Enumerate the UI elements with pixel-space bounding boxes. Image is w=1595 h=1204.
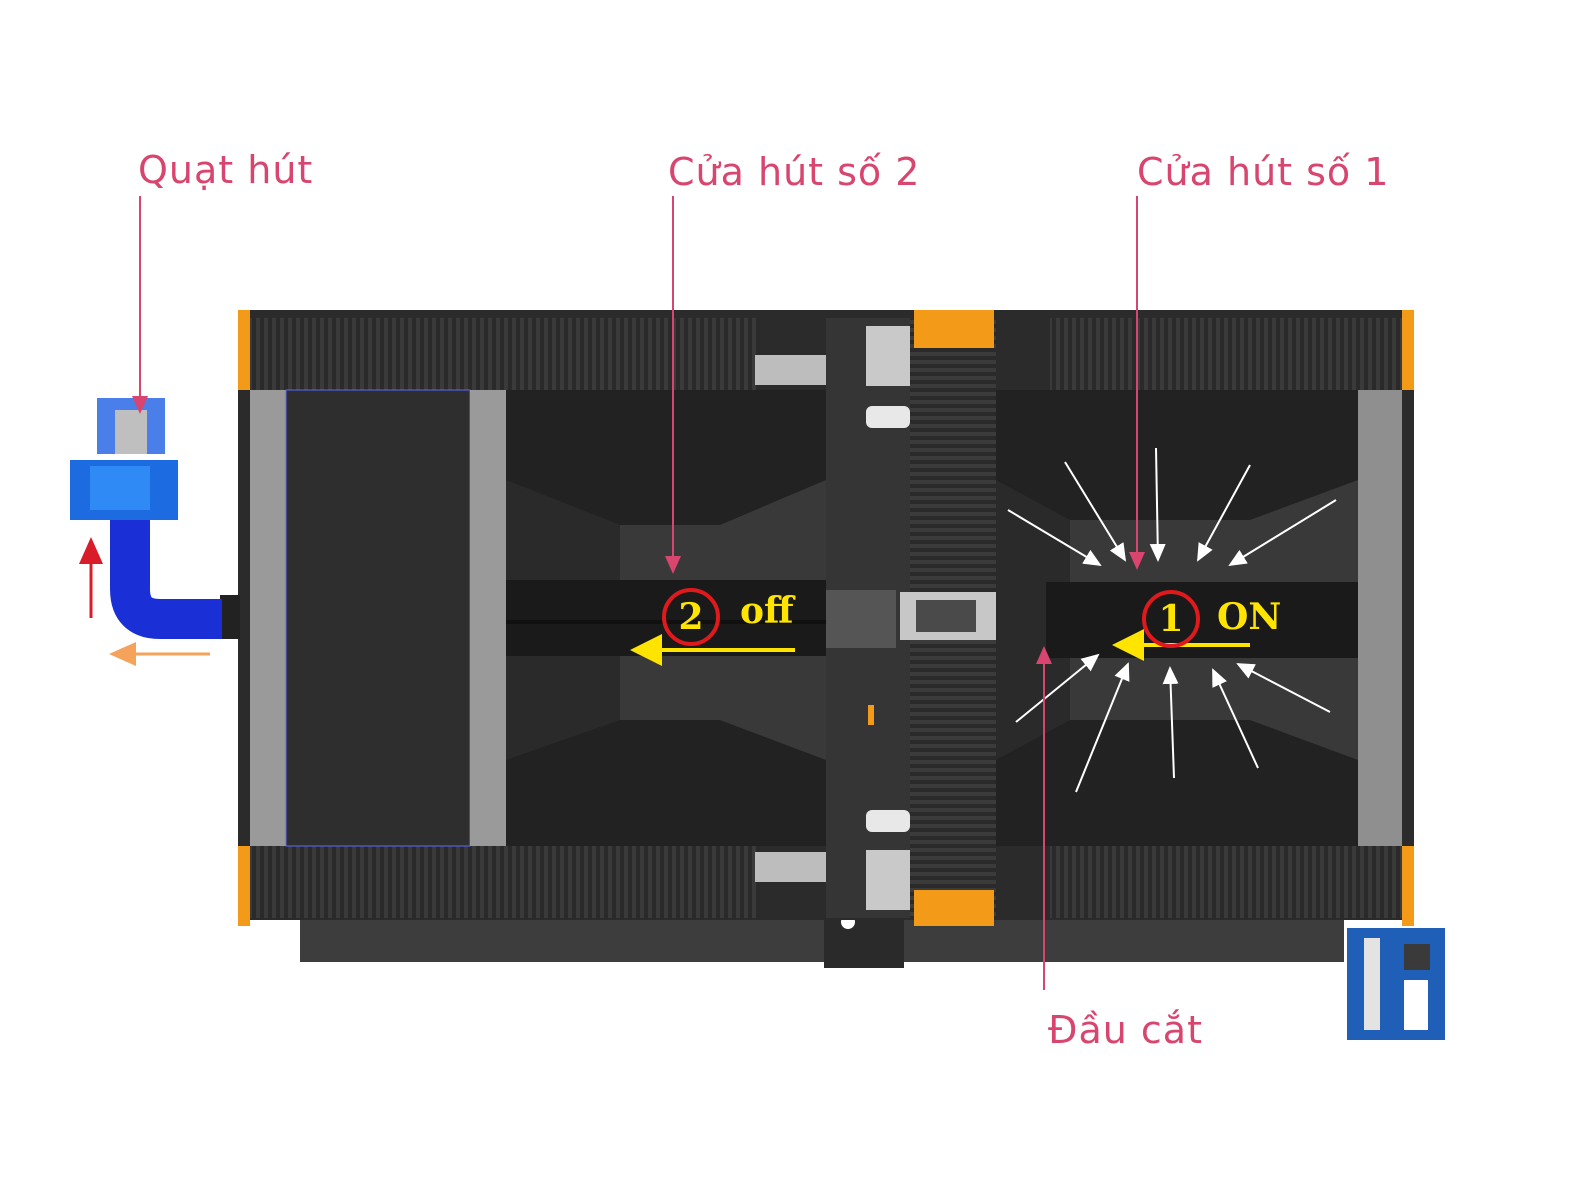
exhaust-direction-arrows (630, 629, 1250, 666)
control-cabinet-icon (1347, 928, 1445, 1040)
airflow-arrow-icon (1007, 447, 1337, 793)
exhaust-pipe (110, 505, 240, 639)
loading-table (250, 389, 506, 847)
callout-leader-lines (132, 196, 1145, 990)
suction-port-2-label: Cửa hút số 2 (668, 150, 921, 194)
zone-1-state: ON (1217, 596, 1282, 638)
zone-2-number: 2 (662, 588, 720, 646)
cutting-head-label: Đầu cắt (1048, 1008, 1203, 1052)
base-rail (300, 912, 1344, 968)
zone-1-number: 1 (1142, 590, 1200, 648)
fan-label: Quạt hút (138, 148, 314, 192)
suction-chamber-2 (506, 355, 827, 882)
zone-2-state: off (740, 590, 794, 632)
fan-flow-arrows (79, 537, 210, 666)
suction-port-1-label: Cửa hút số 1 (1137, 150, 1390, 194)
suction-fan-icon (70, 398, 178, 520)
